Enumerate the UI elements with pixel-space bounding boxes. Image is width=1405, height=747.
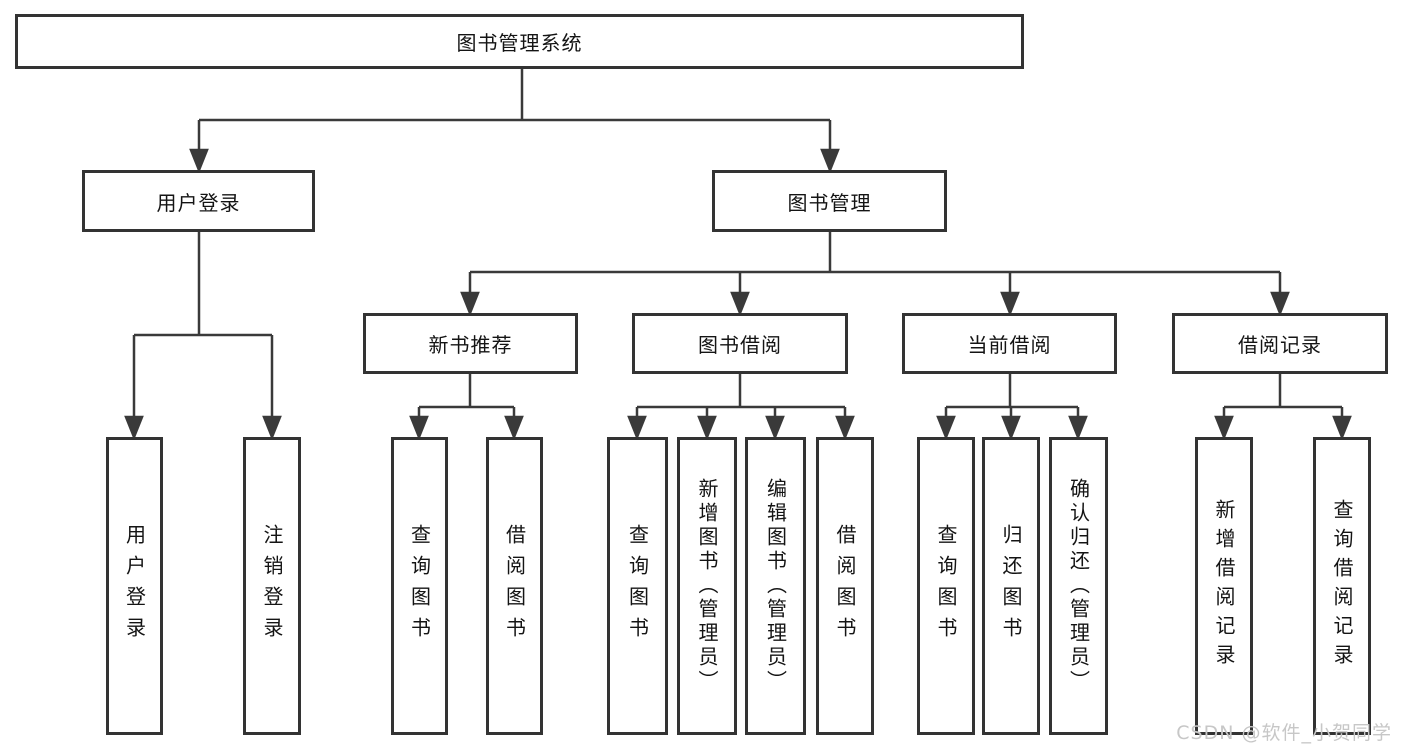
connector-new-book-recommend [409,374,524,441]
leaf-label: 注销登录 [260,524,284,648]
leaf-confirm-return-admin: 确认归还（管理员） [1049,437,1108,735]
leaf-borrow-query-books: 查询图书 [607,437,668,735]
leaf-label: 用户登录 [122,524,147,648]
node-user-login: 用户登录 [82,170,315,232]
connector-borrow-records [1214,374,1352,441]
leaf-label: 查询借阅记录 [1330,499,1354,673]
arrowhead-icon [730,291,750,317]
node-borrow-records: 借阅记录 [1172,313,1388,374]
connector-book-borrow [627,374,855,441]
node-label: 借阅记录 [1238,333,1322,357]
leaf-recommend-query-books: 查询图书 [391,437,448,735]
leaf-query-borrow-record: 查询借阅记录 [1313,437,1371,735]
arrowhead-icon [1001,415,1021,441]
leaf-label: 借阅图书 [833,524,857,648]
node-book-borrow: 图书借阅 [632,313,848,374]
csdn-watermark: CSDN @软件_小贺同学 [1176,722,1392,744]
leaf-add-books-admin: 新增图书（管理员） [677,437,737,735]
arrowhead-icon [1270,291,1290,317]
node-label: 图书管理 [787,190,872,215]
arrowhead-icon [262,415,282,441]
leaf-label: 查询图书 [407,524,432,648]
arrowhead-icon [409,415,429,441]
node-label: 用户登录 [156,190,241,215]
arrowhead-icon [1068,415,1088,441]
arrowhead-icon [835,415,855,441]
leaf-logout: 注销登录 [243,437,301,735]
arrowhead-icon [627,415,647,441]
arrowhead-icon [1000,291,1020,317]
node-book-management: 图书管理 [712,170,947,232]
arrowhead-icon [765,415,785,441]
leaf-label: 归还图书 [999,524,1023,648]
leaf-label: 查询图书 [934,524,958,648]
arrowhead-icon [936,415,956,441]
leaf-user-login: 用户登录 [106,437,163,735]
arrowhead-icon [697,415,717,441]
arrowhead-icon [820,148,840,174]
arrowhead-icon [1214,415,1234,441]
leaf-label: 新增借阅记录 [1212,499,1236,673]
arrowhead-icon [460,291,480,317]
node-label: 图书借阅 [698,333,782,357]
connector-current-borrow [936,374,1088,441]
arrowhead-icon [189,148,209,174]
leaf-borrow-borrow-books: 借阅图书 [816,437,874,735]
node-new-book-recommend: 新书推荐 [363,313,578,374]
leaf-add-borrow-record: 新增借阅记录 [1195,437,1253,735]
leaf-label: 借阅图书 [502,524,527,648]
arrowhead-icon [1332,415,1352,441]
root-node: 图书管理系统 [15,14,1024,69]
leaf-edit-books-admin: 编辑图书（管理员） [745,437,806,735]
connector-book-management [460,232,1290,317]
node-label: 新书推荐 [428,333,513,357]
connector-user-login [124,232,282,441]
leaf-label: 新增图书（管理员） [695,478,719,694]
leaf-label: 查询图书 [625,524,650,648]
node-current-borrow: 当前借阅 [902,313,1117,374]
node-label: 当前借阅 [967,333,1052,357]
leaf-return-books: 归还图书 [982,437,1040,735]
leaf-recommend-borrow-books: 借阅图书 [486,437,543,735]
leaf-label: 编辑图书（管理员） [763,478,788,694]
root-node-label: 图书管理系统 [456,31,583,55]
arrowhead-icon [504,415,524,441]
connector-root [189,69,840,174]
arrowhead-icon [124,415,144,441]
leaf-label: 确认归还（管理员） [1066,478,1091,694]
leaf-current-query-books: 查询图书 [917,437,975,735]
